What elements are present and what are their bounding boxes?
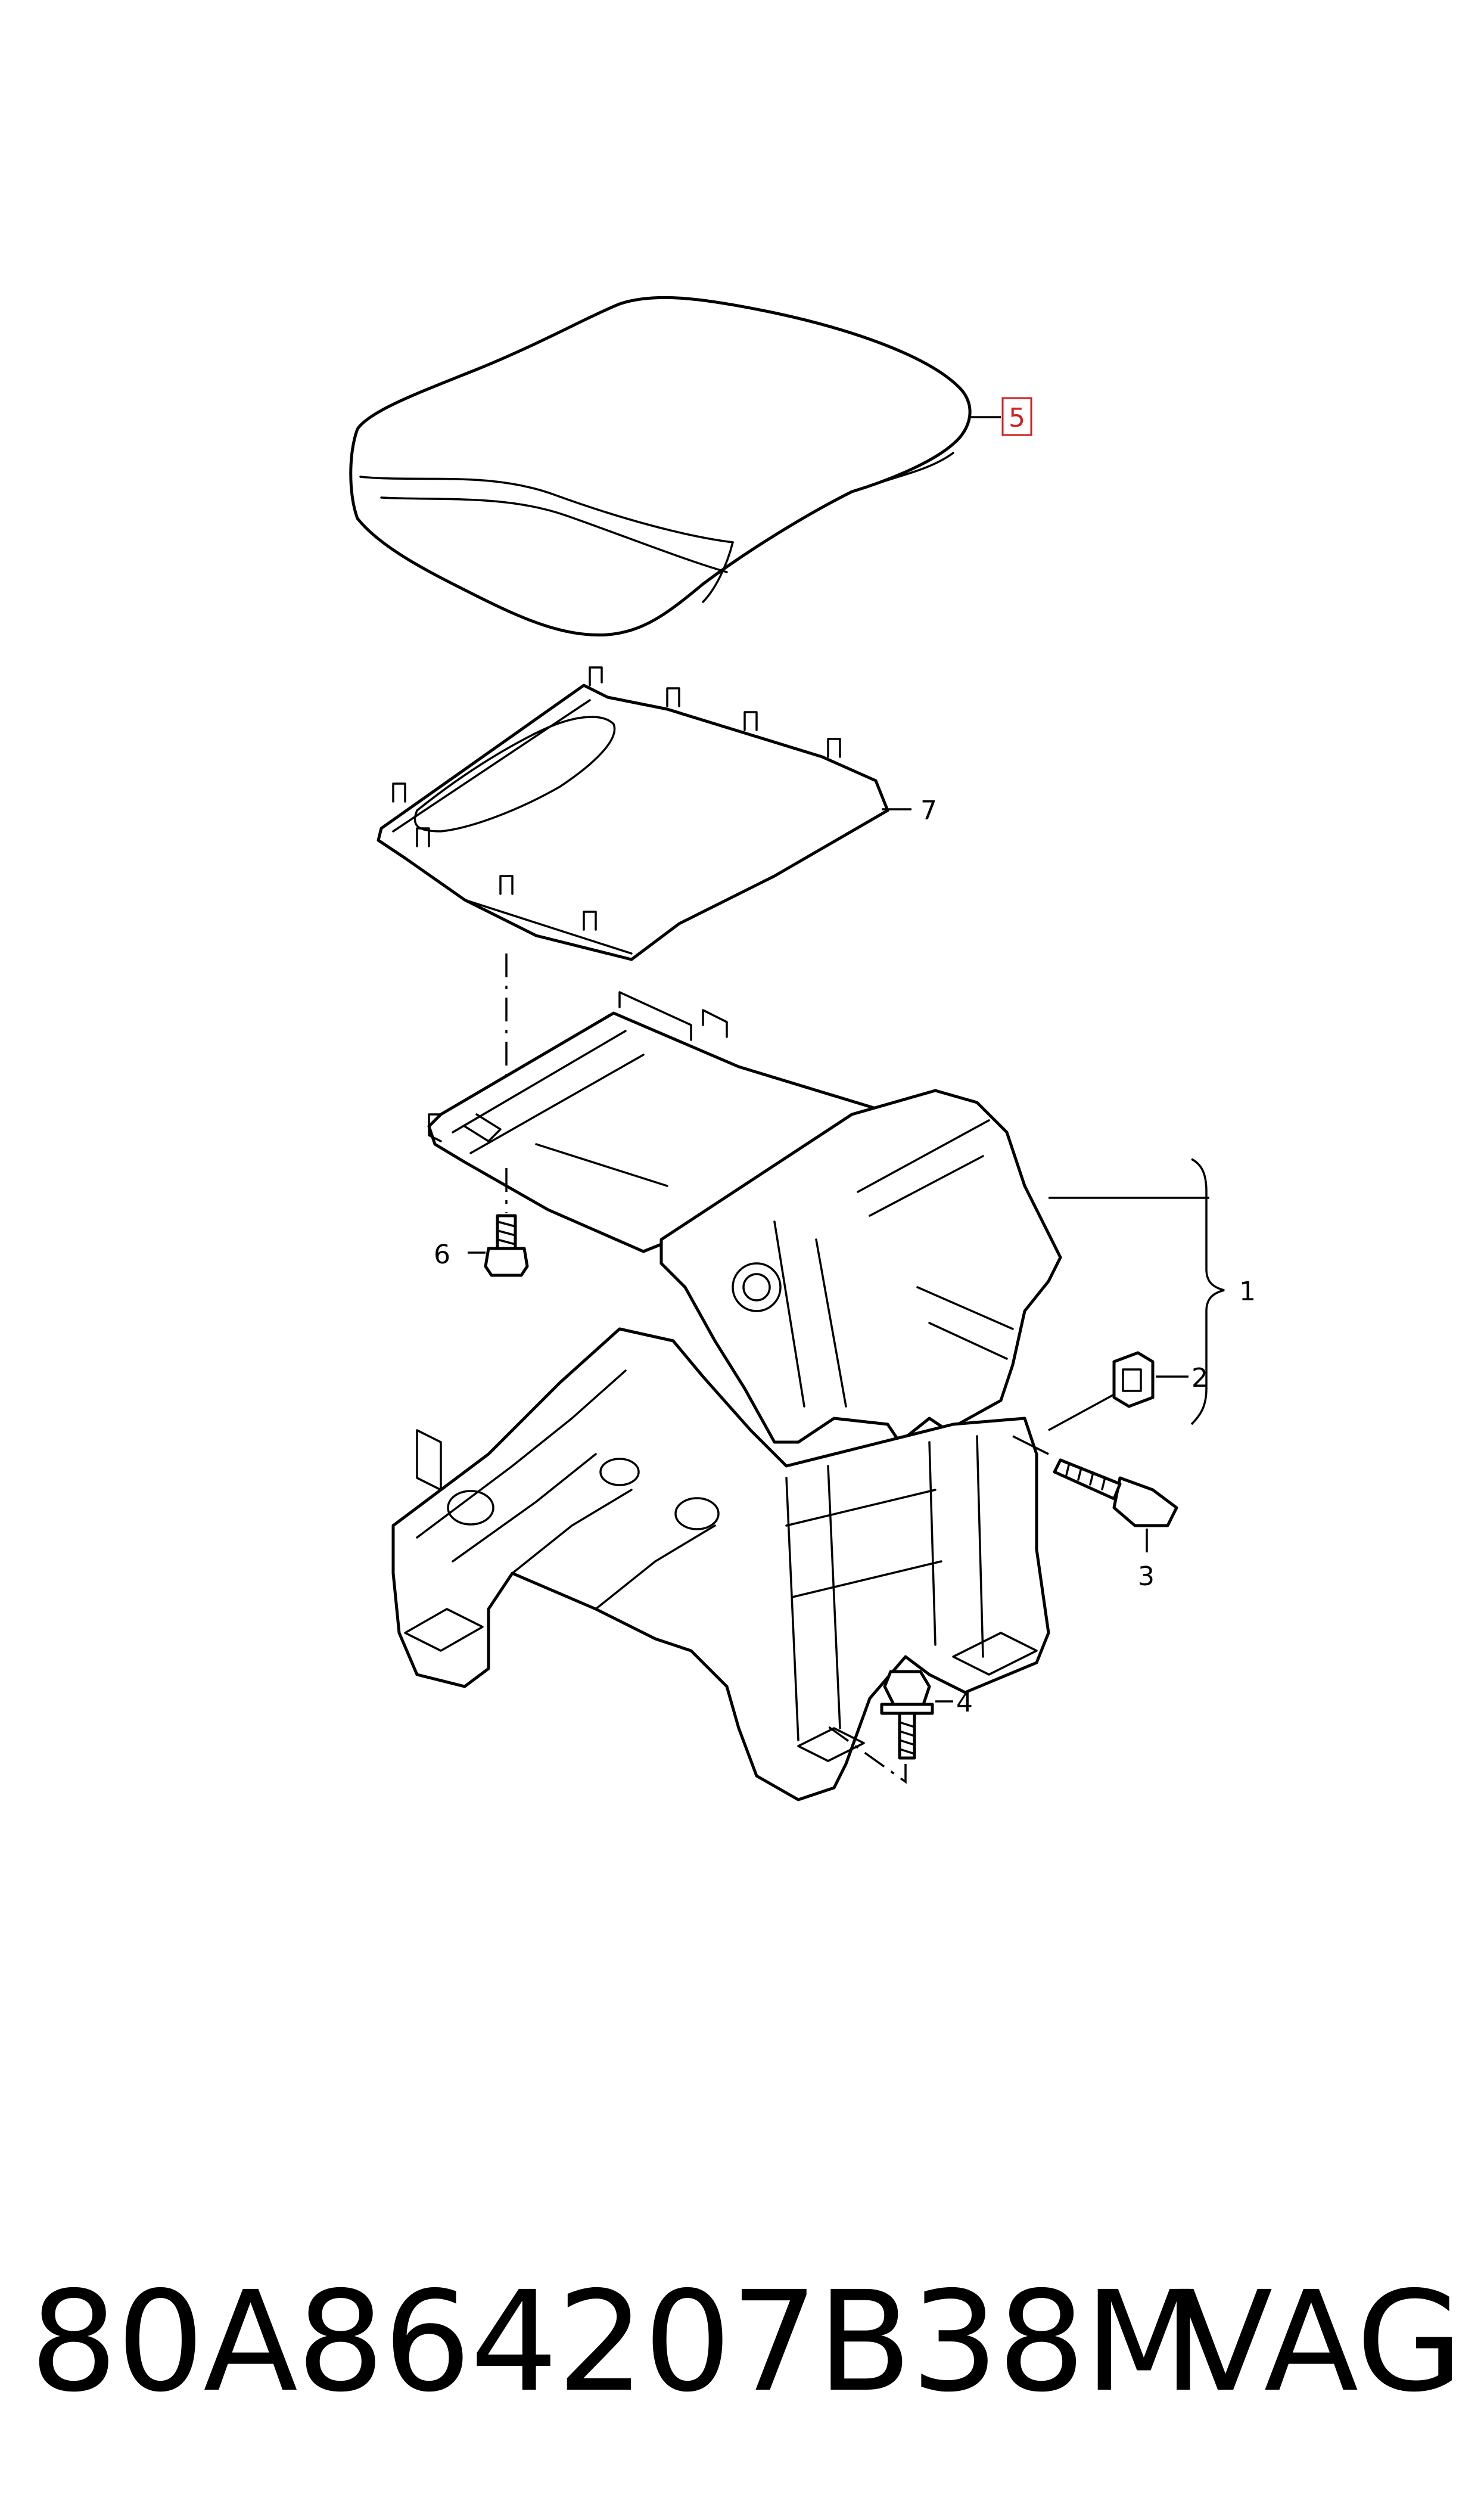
callout-1[interactable]: 1	[1239, 1276, 1256, 1307]
hex-bolt-part[interactable]	[1053, 1458, 1178, 1527]
callout-3[interactable]: 3	[1138, 1561, 1155, 1592]
armrest-cushion-part[interactable]	[349, 296, 972, 637]
clip-nut-part[interactable]	[1112, 1351, 1155, 1408]
small-screw-part[interactable]	[484, 1214, 529, 1277]
part-number-label: 80A864207B38M	[30, 2262, 1203, 2422]
callout-6[interactable]: 6	[434, 1240, 450, 1270]
callout-5[interactable]: 5	[1009, 403, 1025, 433]
armrest-base-plate-part[interactable]	[377, 666, 889, 961]
brand-label: VAG	[1178, 2262, 1463, 2422]
callout-7[interactable]: 7	[920, 796, 937, 826]
console-bracket-part[interactable]	[391, 991, 1062, 1801]
callout-2[interactable]: 2	[1191, 1363, 1208, 1393]
footer: 80A864207B38M VAG	[0, 2253, 1484, 2431]
callout-4[interactable]: 4	[956, 1688, 973, 1718]
flange-bolt-part[interactable]	[880, 1670, 934, 1760]
